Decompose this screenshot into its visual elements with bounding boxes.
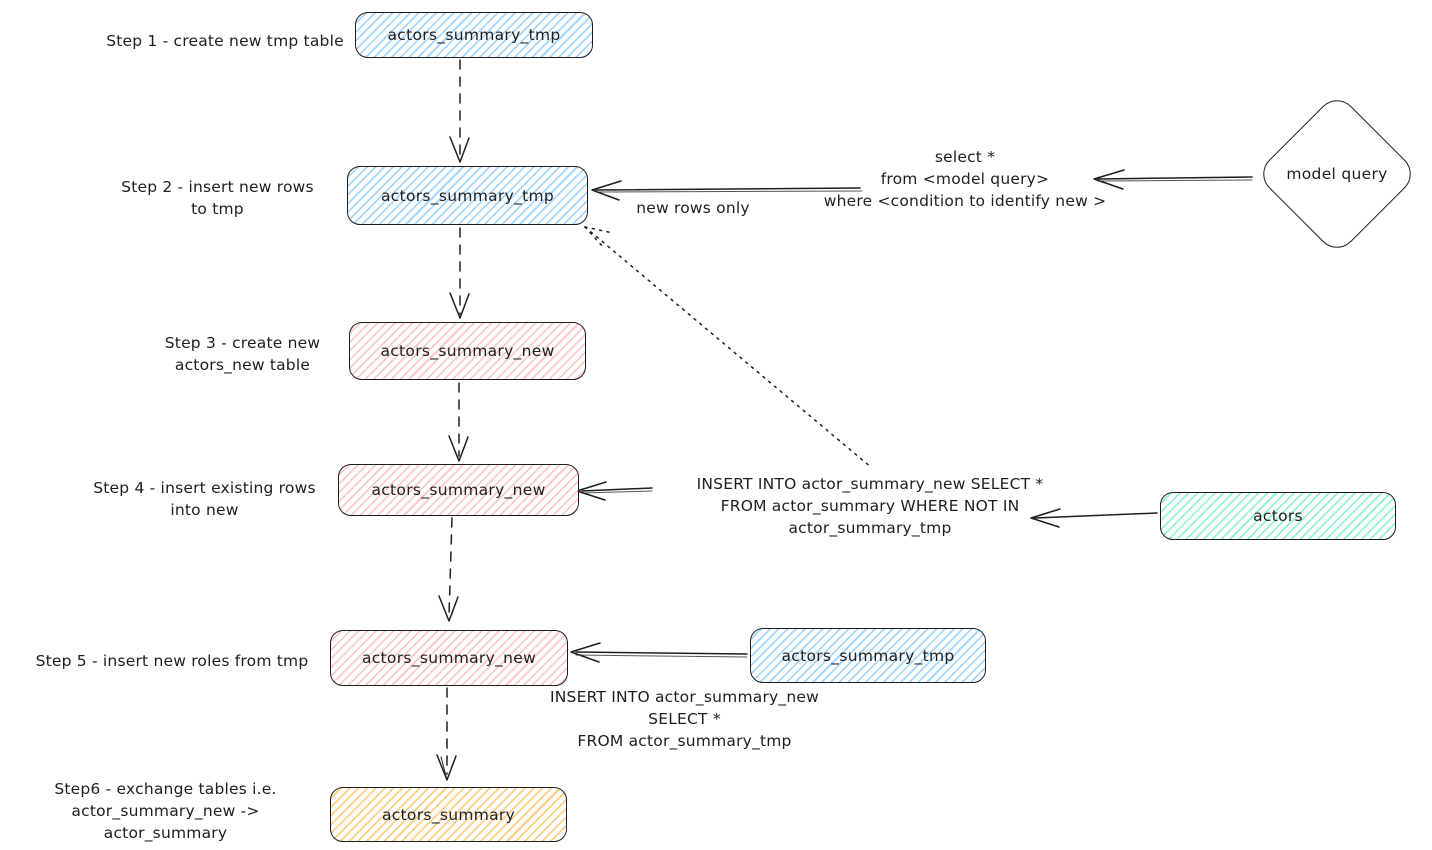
node-label: model query [1286, 165, 1388, 183]
dotted-step2-to-step4sql [584, 226, 873, 469]
step2-label: Step 2 - insert new rows to tmp [121, 178, 314, 218]
node-step5-new-table[interactable]: actors_summary_new [330, 630, 568, 686]
node-label: actors_summary_tmp [387, 26, 561, 44]
arrow-step5-to-step6 [436, 687, 457, 781]
arrow-step1-to-step2 [449, 59, 470, 163]
node-label: actors_summary_tmp [380, 186, 555, 205]
node-label: actors_summary_new [380, 342, 555, 360]
step4-sql-text: INSERT INTO actor_summary_new SELECT * F… [696, 475, 1044, 537]
node-step3-new-table[interactable]: actors_summary_new [349, 322, 586, 380]
model-query-sql-text: select * from <model query> where <condi… [823, 148, 1107, 210]
node-actors-source[interactable]: actors [1160, 492, 1396, 540]
node-label: actors_summary [381, 805, 516, 824]
node-label: actors_summary_new [361, 649, 537, 667]
node-label: actors [1253, 507, 1303, 525]
arrow-tmp-to-step5 [570, 642, 748, 663]
arrow-step3-to-step4 [448, 382, 469, 462]
node-model-query-diamond[interactable]: model query [1254, 91, 1420, 257]
new-rows-only-label: new rows only [636, 199, 750, 217]
node-step1-tmp-table[interactable]: actors_summary_tmp [355, 12, 593, 58]
node-tmp-source-step5[interactable]: actors_summary_tmp [750, 628, 986, 683]
step4-label: Step 4 - insert existing rows into new [93, 479, 316, 519]
step1-label: Step 1 - create new tmp table [106, 32, 344, 50]
step6-label: Step6 - exchange tables i.e. actor_summa… [54, 780, 277, 842]
arrow-step2-to-step3 [449, 227, 470, 319]
arrow-sql-to-step4 [576, 481, 653, 501]
node-label: actors_summary_new [371, 481, 546, 499]
arrow-step4-to-step5 [438, 517, 459, 622]
node-label: actors_summary_tmp [781, 646, 955, 665]
node-step2-tmp-table[interactable]: actors_summary_tmp [347, 166, 588, 225]
step5-sql-text: INSERT INTO actor_summary_new SELECT * F… [549, 688, 820, 750]
node-step4-new-table[interactable]: actors_summary_new [338, 464, 579, 516]
step3-label: Step 3 - create new actors_new table [164, 334, 321, 374]
node-step6-summary-table[interactable]: actors_summary [330, 787, 567, 842]
step5-label: Step 5 - insert new roles from tmp [35, 652, 309, 670]
